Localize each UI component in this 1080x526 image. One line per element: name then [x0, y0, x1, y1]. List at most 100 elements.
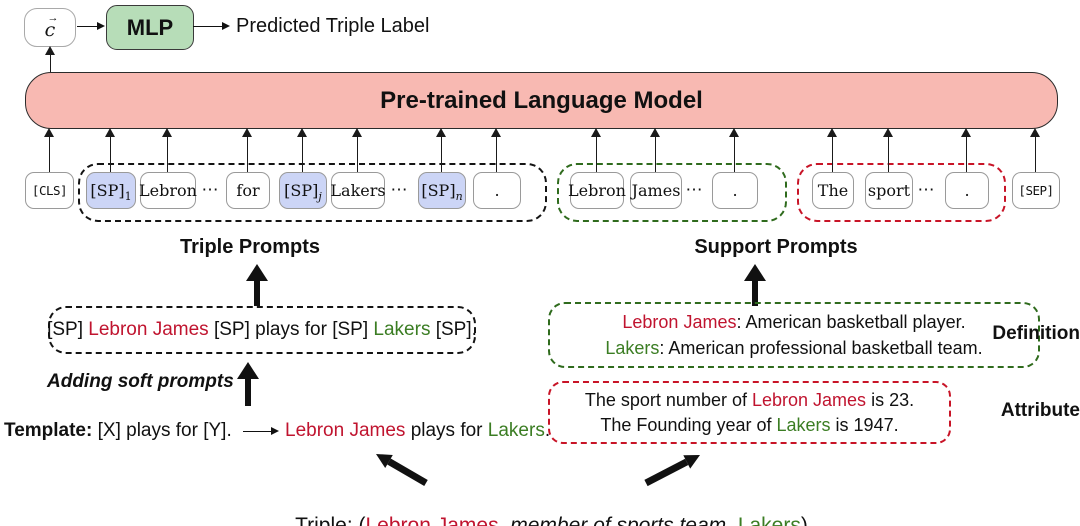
- token-arrow-icon: [883, 128, 894, 172]
- token-box: Lebron: [139, 172, 197, 209]
- head-entity-text: Lebron James: [88, 319, 209, 340]
- ellipsis-tokens: ⋯: [198, 172, 222, 207]
- token-box: [SEP]: [1012, 172, 1060, 209]
- sp-token-text: [SP]: [47, 319, 89, 340]
- token-label: for: [236, 181, 260, 200]
- definition-line-1: Lebron James: American basketball player…: [622, 312, 966, 332]
- token-arrow-icon: [297, 128, 308, 172]
- token-box: James: [630, 172, 682, 209]
- definition-line-2: Lakers: American professional basketball…: [605, 338, 983, 358]
- triple-line: Triple: (Lebron James, member of sports …: [0, 490, 1080, 526]
- definition-box: Lebron James: American basketball player…: [548, 302, 1040, 368]
- pretrained-language-model-box: Pre-trained Language Model: [25, 72, 1058, 129]
- attribute-box: The sport number of Lebron James is 23. …: [548, 381, 951, 444]
- token-arrow-icon: [162, 128, 173, 172]
- triple-prompt-token-group: [78, 163, 547, 222]
- token-box: [SP]1: [86, 172, 136, 209]
- token-label: Lakers: [330, 181, 386, 200]
- up-arrow-soft-prompts-icon: [237, 362, 259, 406]
- token-label: .: [494, 181, 500, 200]
- tail-entity-text: Lakers: [605, 338, 660, 358]
- template-body: [X] plays for [Y].: [92, 420, 238, 441]
- sp-token-text: [SP] plays for [SP]: [208, 319, 374, 340]
- token-label: .: [964, 181, 970, 200]
- token-label: Lebron: [139, 181, 197, 200]
- token-label: .: [732, 181, 738, 200]
- token-label: ⋯: [685, 179, 703, 200]
- token-box: sport: [865, 172, 913, 209]
- token-arrow-icon: [242, 128, 253, 172]
- token-arrow-icon: [491, 128, 502, 172]
- vector-arrow-icon: →: [47, 12, 59, 24]
- token-label: ⋯: [201, 179, 219, 200]
- token-label: The: [817, 181, 849, 200]
- arrow-vec-to-mlp-icon: [77, 21, 105, 31]
- token-arrow-icon: [827, 128, 838, 172]
- attribute-line-1: The sport number of Lebron James is 23.: [584, 389, 915, 410]
- token-arrow-icon: [729, 128, 740, 172]
- head-entity-text: Lebron James: [285, 420, 406, 441]
- token-box: Lakers: [330, 172, 386, 209]
- token-arrow-icon: [105, 128, 116, 172]
- context-vector-symbol: → c: [44, 12, 59, 41]
- head-entity-text: Lebron James: [365, 514, 499, 526]
- token-arrow-icon: [43, 128, 54, 172]
- triple-prompt-sentence-box: [SP] Lebron James [SP] plays for [SP] La…: [47, 306, 477, 354]
- diagonal-arrow-to-template-icon: [376, 454, 428, 487]
- token-box: [CLS]: [25, 172, 74, 209]
- tail-entity-text: Lakers: [776, 414, 831, 435]
- mlp-box: MLP: [106, 5, 194, 50]
- diagonal-arrow-to-attribute-icon: [644, 455, 700, 487]
- ellipsis-tokens: ⋯: [387, 172, 411, 207]
- token-box: .: [712, 172, 758, 209]
- token-label: sport: [867, 181, 911, 200]
- token-label: [CLS]: [31, 183, 68, 198]
- sp-token-text: [SP].: [430, 319, 477, 340]
- attribute-token-group: [797, 163, 1006, 222]
- ellipsis-tokens: ⋯: [914, 172, 938, 207]
- token-label: ⋯: [917, 179, 935, 200]
- token-arrow-icon: [436, 128, 447, 172]
- token-box: .: [473, 172, 521, 209]
- context-vector-box: → c: [24, 8, 76, 47]
- token-box: The: [812, 172, 854, 209]
- tail-entity-text: Lakers: [737, 514, 801, 526]
- tail-entity-text: Lakers: [373, 319, 431, 340]
- token-label: [SP]1: [90, 181, 132, 204]
- head-entity-text: Lebron James: [622, 312, 737, 332]
- token-box: Lebron: [568, 172, 626, 209]
- token-arrow-icon: [650, 128, 661, 172]
- token-label: Lebron: [568, 181, 626, 200]
- token-label: [SEP]: [1018, 183, 1054, 198]
- attribute-line-2: The Founding year of Lakers is 1947.: [600, 414, 899, 435]
- template-line: Template: [X] plays for [Y]. Lebron Jame…: [4, 420, 551, 441]
- token-box: [SP]j: [279, 172, 327, 209]
- head-entity-text: Lebron James: [751, 389, 867, 410]
- token-arrow-icon: [591, 128, 602, 172]
- token-box: for: [226, 172, 270, 209]
- token-box: [SP]n: [418, 172, 466, 209]
- arrow-plm-to-vec-icon: [44, 46, 56, 72]
- arrow-template-to-sentence-icon: [243, 426, 280, 436]
- arrow-mlp-to-label-icon: [193, 21, 230, 31]
- token-arrow-icon: [352, 128, 363, 172]
- token-arrow-icon: [961, 128, 972, 172]
- token-box: .: [945, 172, 989, 209]
- attribute-label: Attribute: [1000, 400, 1080, 421]
- relation-text: member of sports team: [510, 514, 727, 526]
- token-label: [SP]j: [284, 181, 322, 204]
- token-label: [SP]n: [421, 181, 463, 204]
- tail-entity-text: Lakers: [487, 420, 545, 441]
- up-arrow-triple-prompts-icon: [246, 264, 268, 306]
- definition-token-group: [557, 163, 787, 222]
- up-arrow-support-prompts-icon: [744, 264, 766, 306]
- token-arrow-icon: [1030, 128, 1041, 172]
- adding-soft-prompts-note: Adding soft prompts: [47, 371, 234, 392]
- triple-prompts-label: Triple Prompts: [179, 236, 321, 258]
- token-label: ⋯: [390, 179, 408, 200]
- ellipsis-tokens: ⋯: [682, 172, 706, 207]
- template-label: Template:: [4, 420, 93, 441]
- token-label: James: [631, 181, 681, 200]
- definition-label: Definition: [992, 323, 1080, 344]
